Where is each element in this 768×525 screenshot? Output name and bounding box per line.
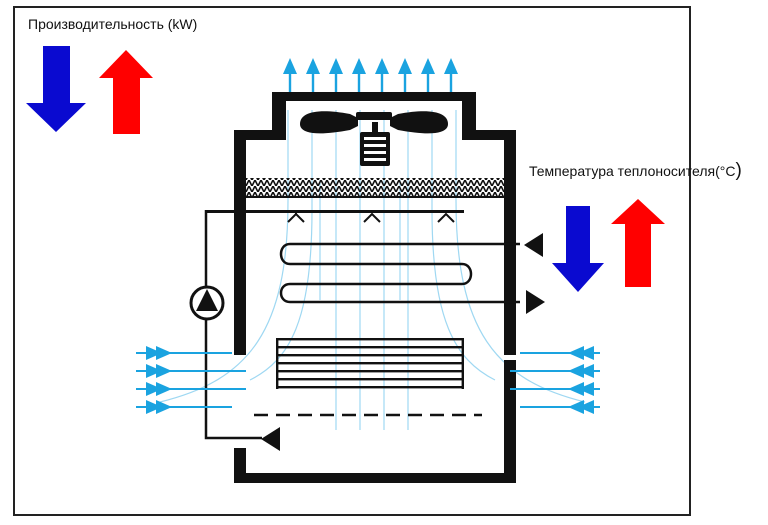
temperature-label: Температура теплоносителя(°C): [529, 160, 742, 182]
drift-eliminator-edge: [246, 196, 504, 198]
exhaust-arrow: [375, 58, 389, 92]
temperature-arrows: [552, 199, 665, 292]
tower-structure: [234, 92, 516, 483]
exhaust-arrow: [421, 58, 435, 92]
drift-eliminator: [246, 178, 504, 196]
inlet-air-right: [510, 346, 600, 414]
temperature-label-text: Температура теплоносителя(°C: [529, 163, 736, 179]
inlet-air-arrow: [136, 400, 232, 414]
internal-airflow: [159, 110, 586, 430]
inlet-air-arrow: [520, 400, 600, 414]
exhaust-arrow: [329, 58, 343, 92]
capacity-label-text: Производительность (kW): [28, 16, 198, 32]
inlet-air-arrow: [136, 382, 246, 396]
inlet-air-arrow: [136, 346, 232, 360]
coil-outlet-arrow: [526, 290, 545, 314]
capacity-arrows: [26, 46, 153, 134]
temperature-down-arrow: [552, 206, 604, 292]
exhaust-arrow: [283, 58, 297, 92]
inlet-air-left: [136, 346, 246, 414]
capacity-up-arrow: [99, 50, 153, 134]
motor-icon: [360, 122, 390, 166]
inlet-air-arrow: [520, 346, 600, 360]
capacity-label: Производительность (kW): [28, 16, 197, 32]
coil-inlet-arrow: [524, 233, 543, 257]
inlet-air-arrow: [136, 364, 246, 378]
exhaust-arrow: [352, 58, 366, 92]
fan-icon: [300, 111, 448, 134]
fill-pack: [276, 338, 464, 389]
diagram-frame: [13, 6, 691, 516]
capacity-down-arrow: [26, 46, 86, 132]
temperature-up-arrow: [611, 199, 665, 287]
inlet-air-arrow: [510, 364, 600, 378]
exhaust-arrow: [306, 58, 320, 92]
exhaust-air-arrows: [283, 58, 458, 92]
spray-header: [206, 210, 464, 223]
inlet-air-arrow: [510, 382, 600, 396]
exhaust-arrow: [398, 58, 412, 92]
exhaust-arrow: [444, 58, 458, 92]
temperature-label-paren: ): [735, 160, 742, 181]
pump-icon: [189, 285, 225, 321]
heat-exchanger-coil: [279, 242, 520, 304]
return-flow-arrow: [261, 427, 280, 451]
